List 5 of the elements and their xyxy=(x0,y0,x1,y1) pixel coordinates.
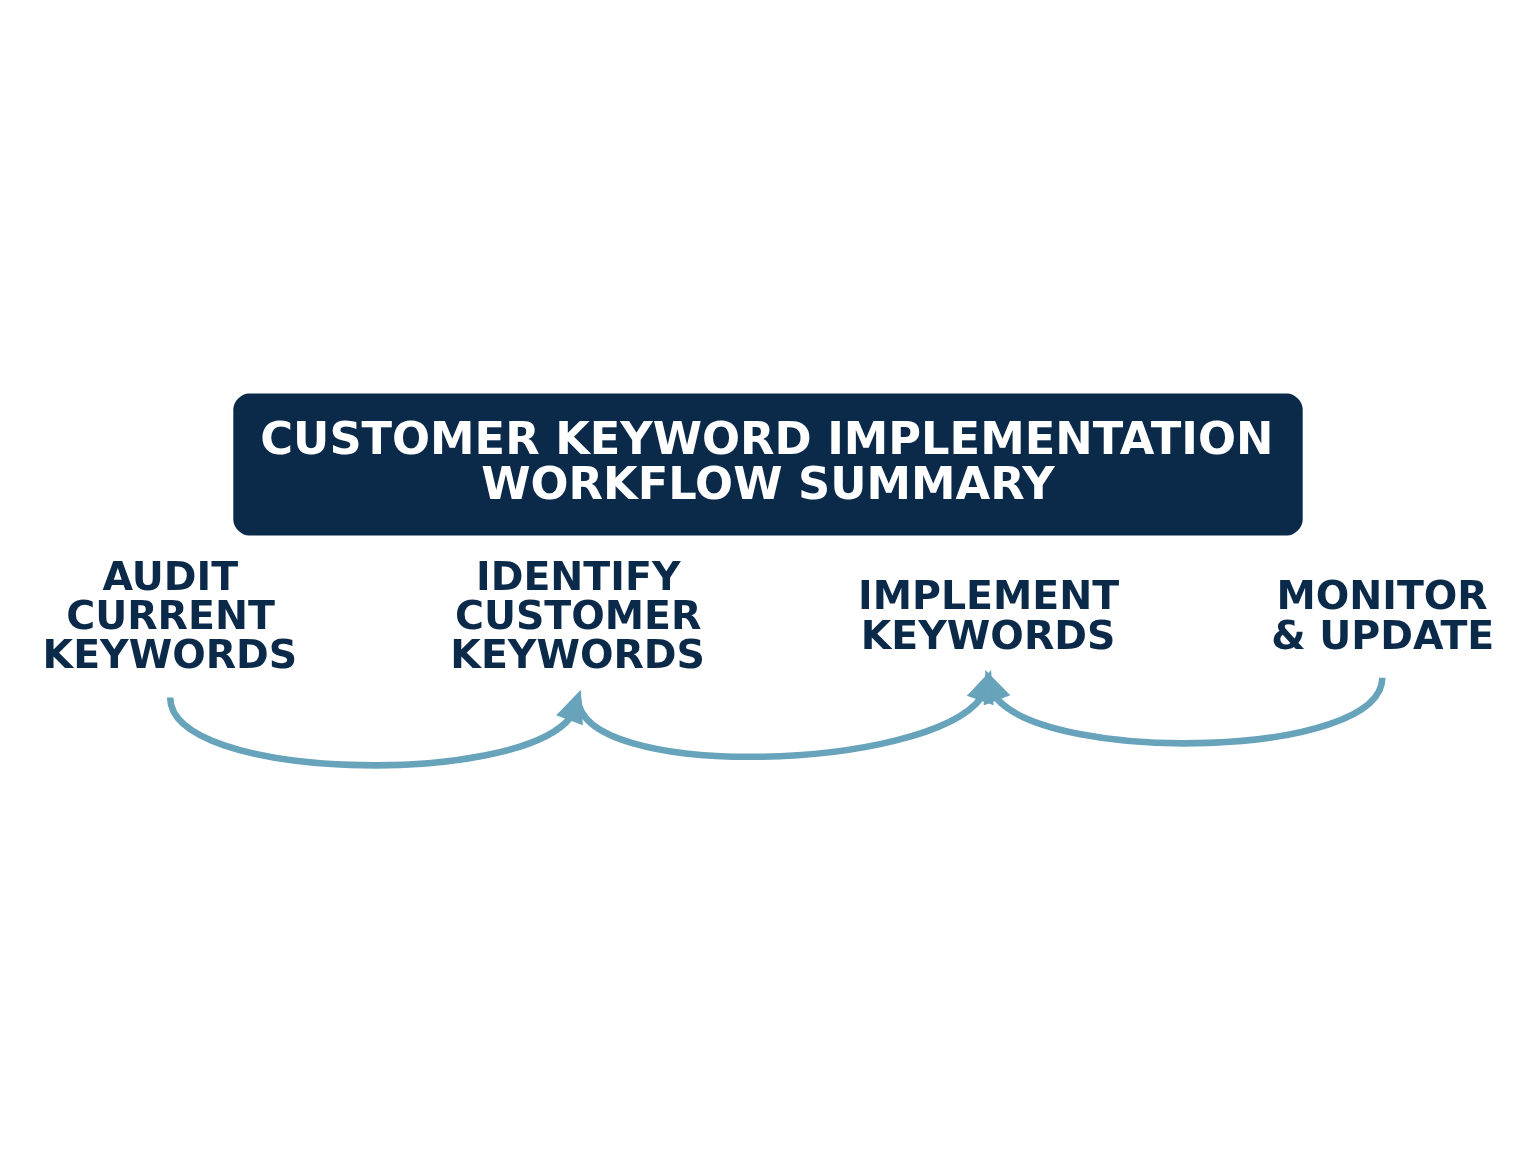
node-text: IMPLEMENT KEYWORDS xyxy=(858,572,1120,658)
node-text: AUDIT CURRENT KEYWORDS xyxy=(42,552,298,678)
diagram-title: CUSTOMER KEYWORD IMPLEMENTATION WORKFLOW SUMMARY xyxy=(260,412,1274,511)
node-text: MONITOR & UPDATE xyxy=(1271,572,1495,658)
node-text: IDENTIFY CUSTOMER KEYWORDS xyxy=(450,552,706,678)
